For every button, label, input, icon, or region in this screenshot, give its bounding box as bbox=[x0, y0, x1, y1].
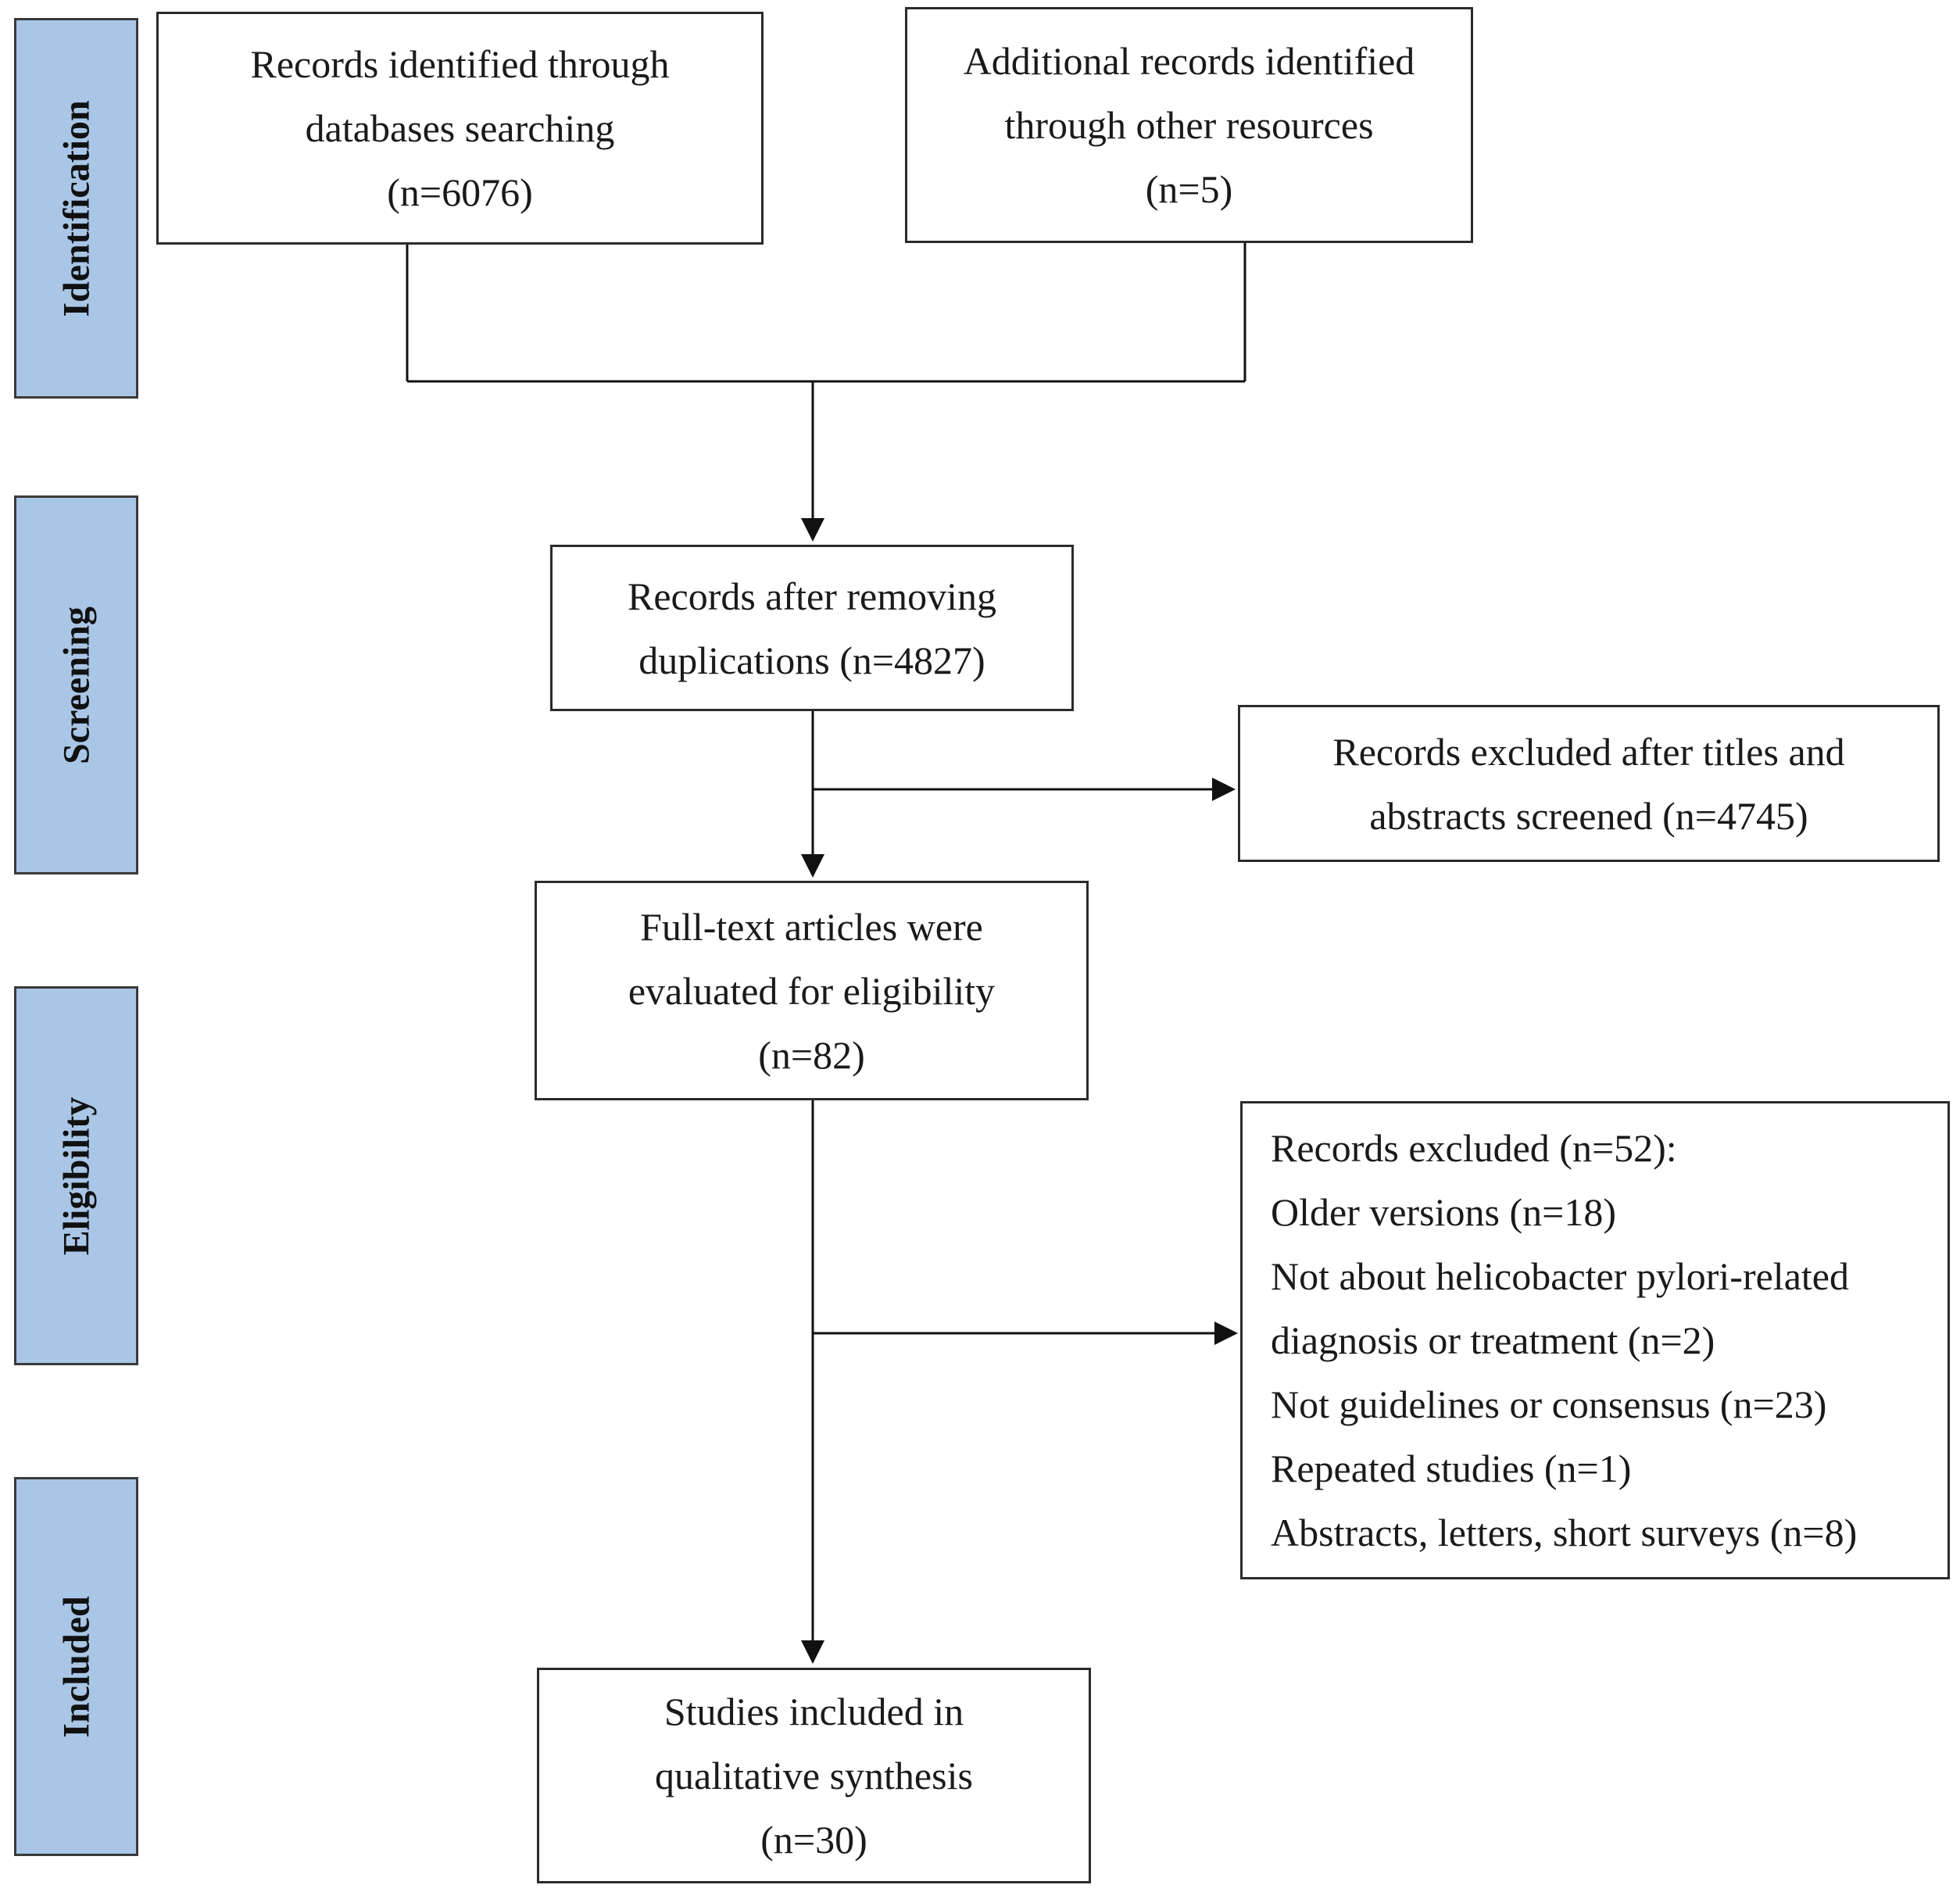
box-line: Records identified through bbox=[250, 42, 670, 86]
exclusion-line: Not guidelines or consensus (n=23) bbox=[1271, 1382, 1827, 1426]
box-line: databases searching bbox=[305, 106, 615, 150]
box-line: Additional records identified bbox=[963, 39, 1415, 83]
box-line: Records excluded after titles and bbox=[1332, 729, 1845, 774]
exclusion-line: Abstracts, letters, short surveys (n=8) bbox=[1271, 1511, 1858, 1554]
box-line: (n=30) bbox=[760, 1818, 867, 1862]
box-line: Records after removing bbox=[627, 574, 997, 618]
exclusion-line: Repeated studies (n=1) bbox=[1271, 1447, 1632, 1490]
box-line: qualitative synthesis bbox=[655, 1754, 973, 1797]
box-line: abstracts screened (n=4745) bbox=[1369, 793, 1808, 838]
box-additional-records: Additional records identified through ot… bbox=[905, 7, 1473, 243]
stage-included: Included bbox=[14, 1477, 138, 1856]
box-line: (n=6076) bbox=[387, 170, 533, 214]
box-records-excluded-reasons: Records excluded (n=52): Older versions … bbox=[1240, 1101, 1950, 1579]
exclusion-line: diagnosis or treatment (n=2) bbox=[1271, 1318, 1715, 1362]
box-line: evaluated for eligibility bbox=[628, 968, 996, 1013]
box-line: (n=5) bbox=[1145, 167, 1233, 211]
stage-eligibility: Eligibility bbox=[14, 986, 138, 1365]
box-records-excluded-titles: Records excluded after titles and abstra… bbox=[1238, 705, 1940, 862]
exclusion-line: Not about helicobacter pylori-related bbox=[1271, 1254, 1849, 1298]
box-line: duplications (n=4827) bbox=[638, 638, 985, 682]
box-fulltext-evaluated: Full-text articles were evaluated for el… bbox=[535, 881, 1089, 1100]
exclusion-line: Older versions (n=18) bbox=[1271, 1190, 1616, 1234]
stage-screening: Screening bbox=[14, 495, 138, 874]
box-line: Studies included in bbox=[663, 1690, 964, 1733]
exclusion-line: Records excluded (n=52): bbox=[1271, 1126, 1677, 1170]
box-line: through other resources bbox=[1004, 103, 1374, 147]
box-records-identified-databases: Records identified through databases sea… bbox=[156, 12, 764, 245]
box-records-after-dedup: Records after removing duplications (n=4… bbox=[550, 545, 1074, 711]
box-studies-included: Studies included in qualitative synthesi… bbox=[537, 1668, 1091, 1883]
box-line: (n=82) bbox=[758, 1032, 865, 1077]
box-line: Full-text articles were bbox=[640, 904, 983, 949]
stage-identification: Identification bbox=[14, 18, 138, 399]
